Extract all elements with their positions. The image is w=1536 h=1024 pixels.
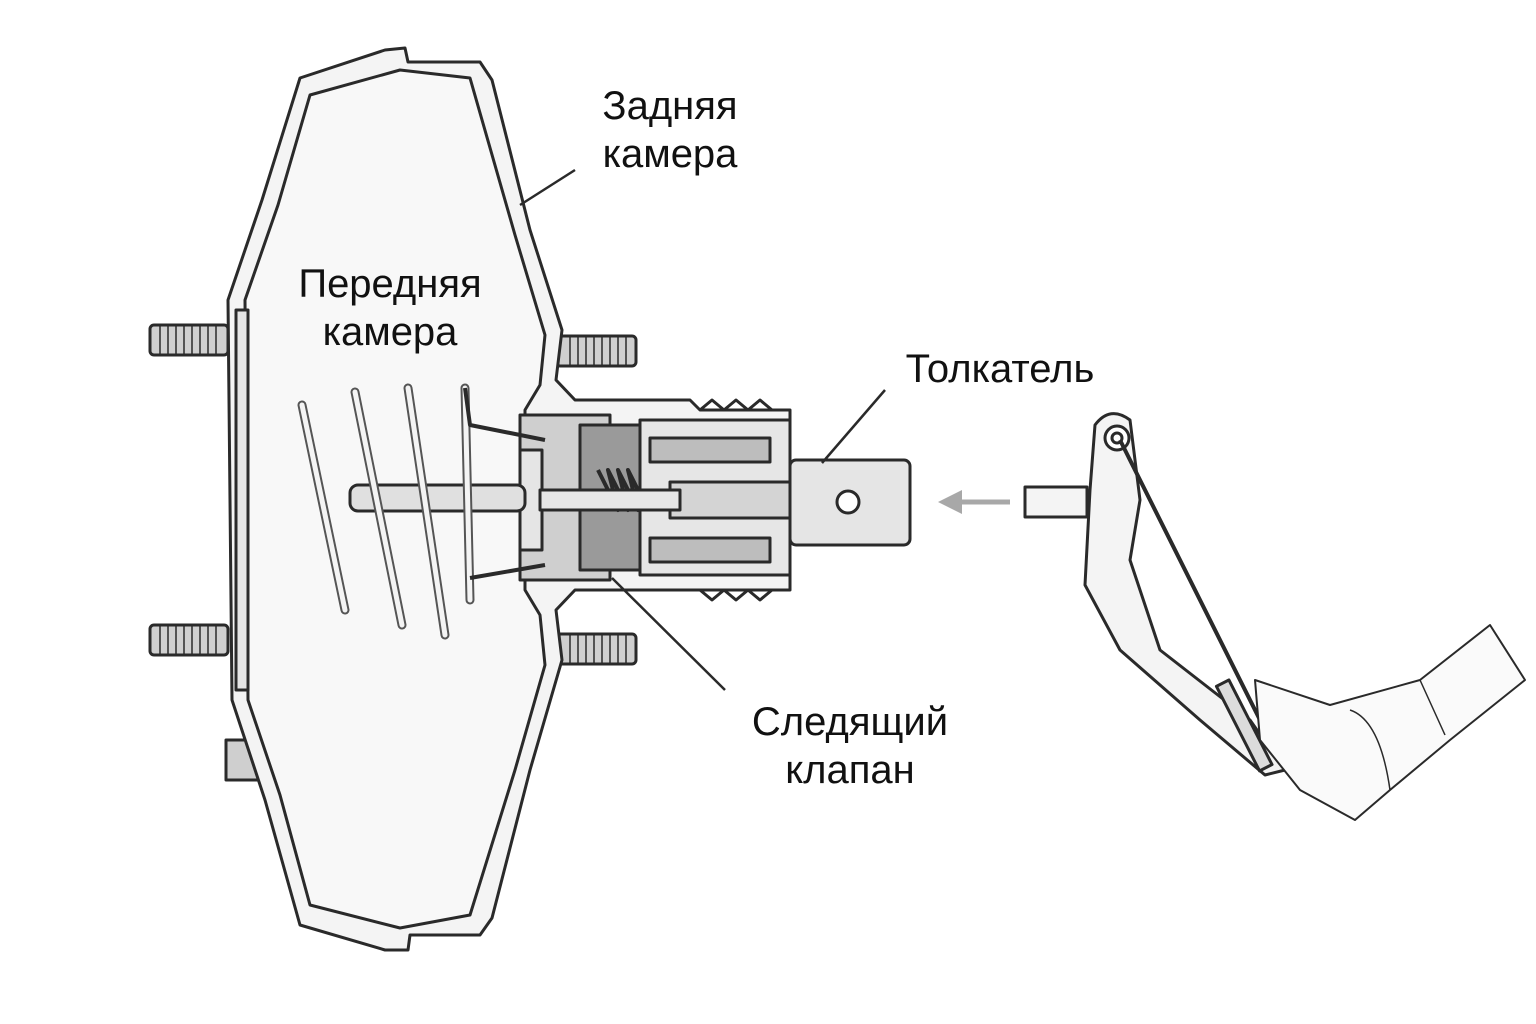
- label-line: Следящий: [751, 700, 949, 744]
- booster-rod: [348, 483, 527, 513]
- leader-control-valve: [611, 577, 726, 691]
- valve-plunger: [538, 488, 682, 512]
- label-front-chamber: Передняя камера: [270, 260, 510, 356]
- leader-rear-chamber: [519, 168, 576, 207]
- label-control-valve: Следящий клапан: [710, 698, 990, 794]
- label-line: клапан: [785, 748, 915, 792]
- leader-pushrod: [821, 389, 886, 464]
- label-line: камера: [602, 132, 738, 176]
- pedal-rod: [1023, 485, 1089, 519]
- force-arrow: [938, 490, 1010, 514]
- pedal-link-sleeve: [1214, 678, 1274, 773]
- clevis-pin-hole: [835, 489, 861, 515]
- label-rear-chamber: Задняя камера: [570, 82, 770, 178]
- pedal-pivot-center: [1110, 431, 1124, 445]
- label-line: Задняя: [602, 84, 738, 128]
- foot-detail: [1349, 679, 1446, 791]
- foot: [1254, 624, 1526, 821]
- brake-pedal: [1083, 412, 1287, 777]
- stud-threads: [159, 325, 627, 664]
- spring-hooks: [463, 387, 546, 580]
- housing-flange: [234, 308, 250, 692]
- label-line: камера: [322, 310, 458, 354]
- return-spring-highlight: [299, 385, 473, 638]
- label-line: Передняя: [298, 262, 482, 306]
- label-pushrod: Толкатель: [905, 347, 1095, 391]
